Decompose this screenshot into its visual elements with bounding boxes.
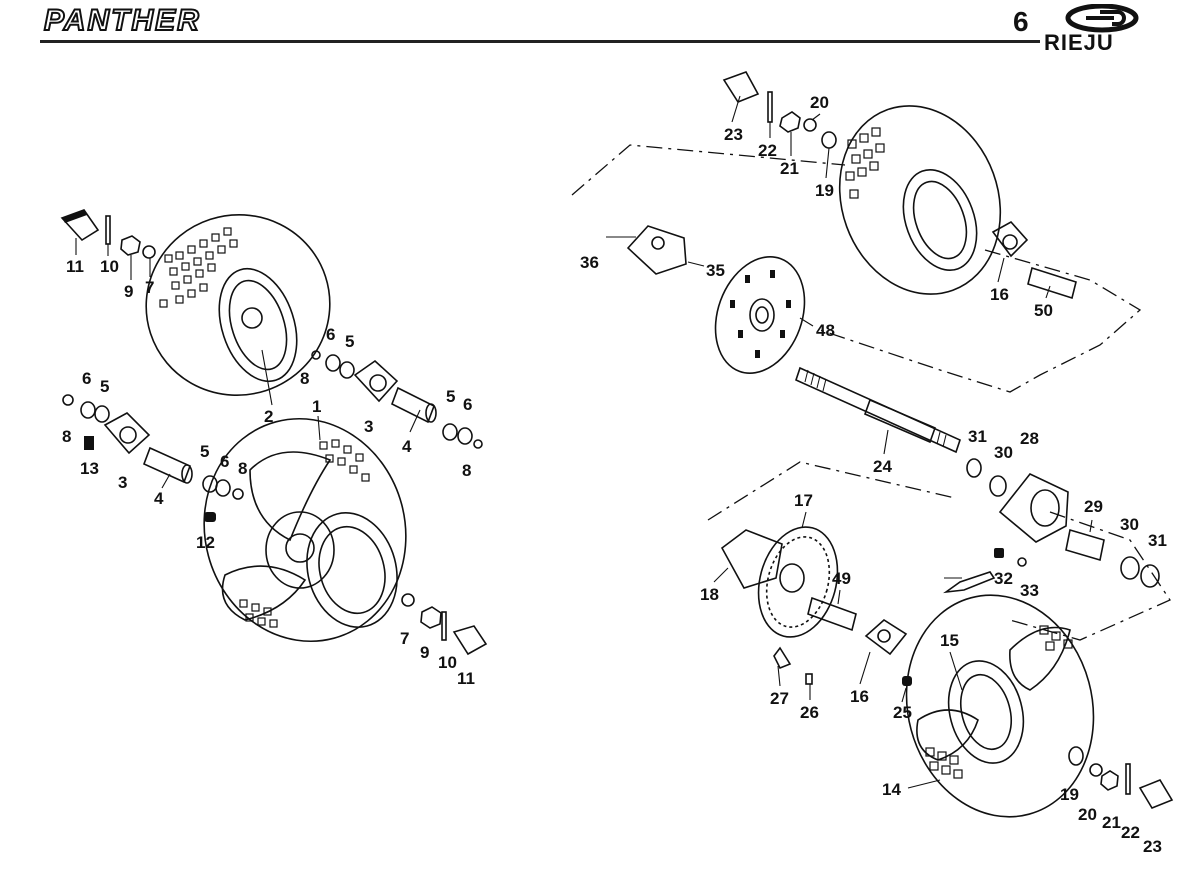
label-22-b: 22 — [1121, 823, 1140, 842]
part-number-labels: 11 10 9 7 6 5 8 13 3 4 5 6 8 12 2 1 6 5 … — [62, 93, 1167, 856]
rear-axle-icon — [795, 366, 961, 454]
label-2: 2 — [264, 407, 273, 426]
label-30-b: 30 — [1120, 515, 1139, 534]
page-number: 6 — [1013, 6, 1029, 37]
label-30-a: 30 — [994, 443, 1013, 462]
label-20-a: 20 — [810, 93, 829, 112]
label-5-a: 5 — [100, 377, 109, 396]
label-5-d: 5 — [446, 387, 455, 406]
rear-tire-upper — [838, 105, 1002, 295]
label-8-a: 8 — [62, 427, 71, 446]
brake-disc-icon — [714, 256, 806, 374]
label-19-a: 19 — [815, 181, 834, 200]
label-12: 12 — [196, 533, 215, 552]
model-name: PANTHER — [43, 3, 201, 38]
leader-frame-upper — [571, 144, 1142, 393]
label-33: 33 — [1020, 581, 1039, 600]
axle-bearing-housing — [966, 458, 1160, 588]
label-25: 25 — [893, 703, 912, 722]
label-23-a: 23 — [724, 125, 743, 144]
label-29: 29 — [1084, 497, 1103, 516]
label-20-b: 20 — [1078, 805, 1097, 824]
label-28: 28 — [1020, 429, 1039, 448]
rear-tire-lower — [905, 594, 1095, 818]
label-8-d: 8 — [462, 461, 471, 480]
label-36: 48 — [816, 321, 835, 340]
label-7-a: 7 — [145, 278, 154, 297]
brand-name: RIEJU — [1044, 30, 1114, 55]
front-tire-upper — [145, 214, 331, 396]
label-10-a: 10 — [100, 257, 119, 276]
label-11-a: 11 — [66, 257, 84, 276]
small-hardware — [943, 548, 1027, 594]
label-35: 36 — [580, 253, 599, 272]
label-6-a: 6 — [82, 369, 91, 388]
label-23-b: 23 — [1143, 837, 1162, 856]
label-16-b: 16 — [850, 687, 869, 706]
label-7-b: 7 — [400, 629, 409, 648]
label-26: 26 — [800, 703, 819, 722]
label-16-a: 16 — [990, 285, 1009, 304]
front-tire-lower — [203, 417, 407, 643]
label-4-a: 4 — [154, 489, 164, 508]
label-6-d: 6 — [463, 395, 472, 414]
label-8-b: 8 — [238, 459, 247, 478]
label-27: 27 — [770, 689, 789, 708]
label-31-a: 31 — [968, 427, 987, 446]
label-10-b: 10 — [438, 653, 457, 672]
label-18: 18 — [700, 585, 719, 604]
label-9-a: 9 — [124, 282, 133, 301]
label-17: 17 — [794, 491, 813, 510]
label-32: 32 — [994, 569, 1013, 588]
label-5-c: 5 — [345, 332, 354, 351]
label-19-b: 19 — [1060, 785, 1079, 804]
label-13: 13 — [80, 459, 99, 478]
sprocket-icon — [720, 526, 857, 638]
label-11-b: 11 — [457, 669, 475, 688]
label-24: 24 — [873, 457, 892, 476]
label-21-b: 21 — [1102, 813, 1121, 832]
brake-caliper — [606, 225, 687, 275]
header-rule — [40, 40, 1040, 43]
label-9-b: 9 — [420, 643, 429, 662]
label-4-b: 4 — [402, 437, 412, 456]
label-6-c: 6 — [326, 325, 335, 344]
label-15: 15 — [940, 631, 959, 650]
label-3-b: 3 — [364, 417, 373, 436]
label-49: 50 — [1034, 301, 1053, 320]
label-31-b: 31 — [1148, 531, 1167, 550]
rieju-logo-icon — [1065, 4, 1139, 33]
label-48: 49 — [832, 569, 851, 588]
label-3-a: 3 — [118, 473, 127, 492]
label-5-b: 5 — [200, 442, 209, 461]
label-22-a: 22 — [758, 141, 777, 160]
leader-frame-lower — [707, 461, 1171, 641]
label-34: 35 — [706, 261, 725, 280]
label-21-a: 21 — [780, 159, 799, 178]
label-1: 1 — [312, 397, 321, 416]
front-hub-parts — [60, 209, 488, 656]
label-6-b: 6 — [220, 452, 229, 471]
label-14: 14 — [882, 780, 901, 799]
page-header: PANTHER 6 RIEJU — [0, 0, 1200, 60]
leader-lines — [75, 95, 1093, 789]
rear-hub-parts-lower — [773, 619, 1174, 809]
label-8-c: 8 — [300, 369, 309, 388]
